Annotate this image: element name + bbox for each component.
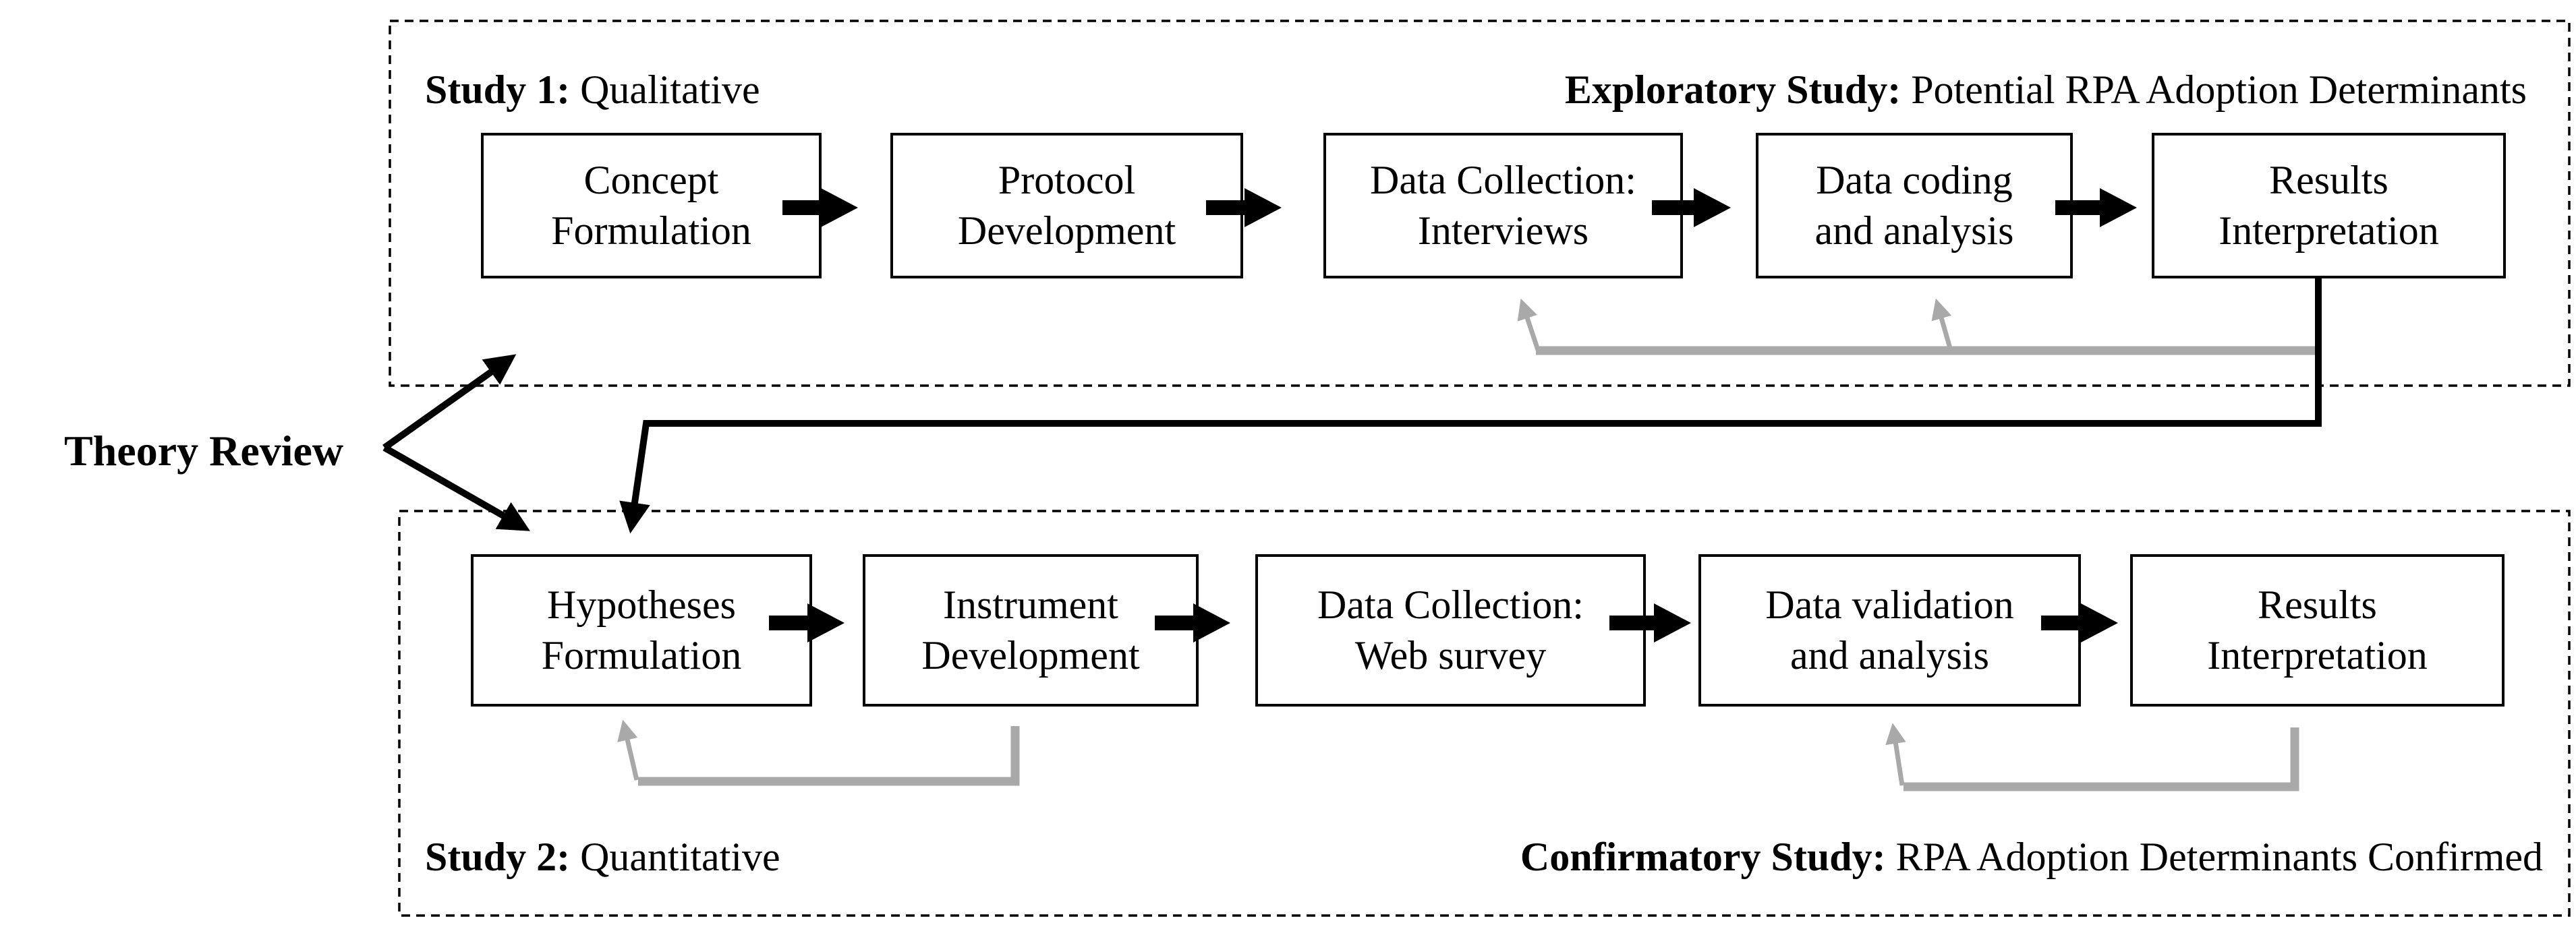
step-text: Data Collection:	[1370, 158, 1636, 202]
step-protocol-development: Protocol Development	[890, 133, 1243, 278]
step-instrument-development: Instrument Development	[863, 554, 1199, 707]
study1-heading: Exploratory Study: Potential RPA Adoptio…	[1565, 67, 2527, 112]
study1-dashed-frame	[389, 20, 2571, 387]
step-data-collection-interviews: Data Collection: Interviews	[1323, 133, 1683, 278]
study2-feedback-line-right	[1904, 727, 2299, 791]
study1-heading-rest: Potential RPA Adoption Determinants	[1901, 67, 2527, 112]
study2-label: Study 2: Quantitative	[425, 835, 780, 879]
step-text: Formulation	[551, 208, 751, 253]
step-text: Development	[957, 208, 1176, 253]
study2-heading: Confirmatory Study: RPA Adoption Determi…	[1520, 835, 2543, 879]
step-text: Formulation	[541, 633, 742, 678]
step-data-collection-web-survey: Data Collection: Web survey	[1255, 554, 1646, 707]
study1-label-rest: Qualitative	[570, 67, 760, 112]
study2-label-rest: Quantitative	[570, 835, 780, 879]
study2-feedback-line-left	[638, 726, 1020, 786]
study2-feedback-arrow-hypotheses	[617, 719, 639, 781]
study2-label-bold: Study 2:	[425, 835, 571, 879]
step-text: and analysis	[1814, 208, 2014, 253]
step-text: Results	[2269, 158, 2388, 202]
step-text: and analysis	[1790, 633, 1989, 678]
theory-review-label: Theory Review	[64, 427, 344, 475]
step-text: Interpretation	[2207, 633, 2428, 678]
step-text: Instrument	[943, 582, 1118, 627]
study1-feedback-arrow-interviews	[1517, 298, 1541, 353]
study2-heading-bold: Confirmatory Study:	[1520, 835, 1886, 879]
step-text: Protocol	[998, 158, 1136, 202]
step-text: Concept	[583, 158, 719, 202]
step-text: Data coding	[1816, 158, 2013, 202]
study1-heading-bold: Exploratory Study:	[1564, 67, 1901, 112]
step-text: Data validation	[1765, 582, 2014, 627]
step-text: Development	[921, 633, 1140, 678]
step-text: Data Collection:	[1317, 582, 1584, 627]
study1-label-bold: Study 1:	[425, 67, 571, 112]
step-text: Interpretation	[2219, 208, 2439, 253]
study1-feedback-arrow-coding	[1931, 298, 1953, 351]
step-text: Hypotheses	[547, 582, 736, 627]
step-results-interpretation-1: Results Interpretation	[2152, 133, 2506, 278]
step-hypotheses-formulation: Hypotheses Formulation	[471, 554, 812, 707]
step-text: Web survey	[1354, 633, 1547, 678]
step-data-validation-analysis: Data validation and analysis	[1698, 554, 2081, 707]
step-data-coding-analysis: Data coding and analysis	[1756, 133, 2073, 278]
step-concept-formulation: Concept Formulation	[481, 133, 822, 278]
step-results-interpretation-2: Results Interpretation	[2130, 554, 2505, 707]
study2-heading-rest: RPA Adoption Determinants Confirmed	[1885, 835, 2543, 879]
step-text: Interviews	[1417, 208, 1589, 253]
study1-label: Study 1: Qualitative	[425, 67, 760, 112]
step-text: Results	[2258, 582, 2377, 627]
study2-feedback-arrow-validation	[1885, 723, 1906, 786]
